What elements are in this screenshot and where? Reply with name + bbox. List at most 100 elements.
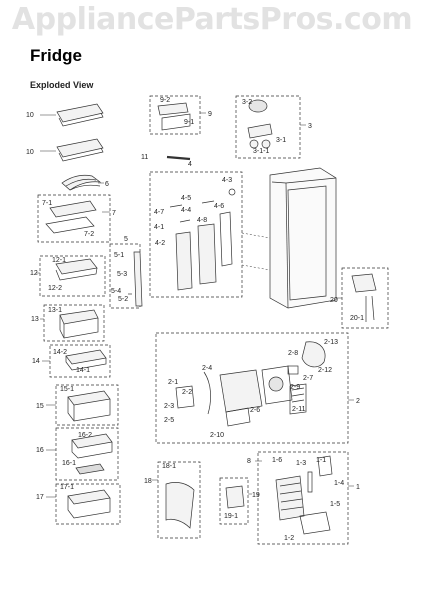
- callout-14-2: 14-2: [53, 349, 67, 356]
- callout-15: 15: [36, 403, 44, 410]
- callout-2-5: 2-5: [164, 417, 174, 424]
- callout-7-2: 7-2: [84, 231, 94, 238]
- part-strip-5: [128, 251, 143, 307]
- callout-13-1: 13-1: [48, 307, 62, 314]
- part-cover-14: [65, 349, 107, 371]
- part-drawer-13: [59, 309, 99, 339]
- group-box-4: [149, 171, 243, 298]
- callout-9-2: 9-2: [160, 97, 170, 104]
- callout-2-1: 2-1: [168, 379, 178, 386]
- callout-8: 8: [247, 458, 251, 465]
- group-box-12: [39, 255, 106, 297]
- callout-5-4: 5-4: [111, 288, 121, 295]
- callout-17-1: 17-1: [60, 484, 74, 491]
- group-box-13: [43, 304, 105, 342]
- callout-4-2: 4-2: [155, 240, 165, 247]
- page-title: Fridge: [30, 46, 82, 65]
- callout-5: 5: [124, 236, 128, 243]
- callout-4-8: 4-8: [197, 217, 207, 224]
- callout-14-1: 14-1: [76, 367, 90, 374]
- part-shelf-10-second: [40, 138, 104, 162]
- callout-11: 11: [141, 154, 148, 161]
- callout-10-second: 10: [26, 149, 34, 156]
- callout-10-top: 10: [26, 112, 34, 119]
- group-box-1: [257, 451, 349, 545]
- callout-2-11: 2-11: [292, 406, 306, 413]
- callout-4: 4: [188, 161, 192, 168]
- callout-2-3: 2-3: [164, 403, 174, 410]
- callout-1-1: 1-1: [316, 457, 326, 464]
- group-box-7: [37, 194, 111, 243]
- part-tray-12: [55, 258, 98, 281]
- part-shelf-7: [45, 200, 97, 234]
- group-box-16: [55, 427, 119, 481]
- callout-2-8: 2-8: [288, 350, 298, 357]
- callout-15-1: 15-1: [60, 386, 74, 393]
- callout-2-10: 2-10: [210, 432, 224, 439]
- part-bin-19: [225, 485, 245, 509]
- group-box-15: [55, 384, 119, 426]
- callout-1-6: 1-6: [272, 457, 282, 464]
- callout-19: 19: [252, 492, 260, 499]
- callout-12: 12: [30, 270, 38, 277]
- callout-4-7: 4-7: [154, 209, 164, 216]
- callout-17: 17: [36, 494, 44, 501]
- part-shelf-10-top: [40, 103, 104, 127]
- callout-2-7: 2-7: [303, 375, 313, 382]
- part-hinge-3: [247, 99, 273, 149]
- callout-4-3: 4-3: [222, 177, 232, 184]
- callout-4-5: 4-5: [181, 195, 191, 202]
- callout-3: 3: [308, 123, 312, 130]
- callout-3-1-1: 3-1-1: [253, 148, 269, 155]
- callout-4-4: 4-4: [181, 207, 191, 214]
- callout-9: 9: [208, 111, 212, 118]
- group-box-18: [157, 461, 201, 539]
- callout-7-1: 7-1: [42, 200, 52, 207]
- callout-5-2: 5-2: [118, 296, 128, 303]
- part-bracket-18: [165, 482, 195, 529]
- callout-20-1: 20-1: [350, 315, 364, 322]
- callout-2-4: 2-4: [202, 365, 212, 372]
- callout-2-12: 2-12: [318, 367, 332, 374]
- callout-20: 20: [330, 297, 338, 304]
- callout-3-1: 3-1: [276, 137, 286, 144]
- callout-1-4: 1-4: [334, 480, 344, 487]
- callout-4-6: 4-6: [214, 203, 224, 210]
- callout-9-1: 9-1: [184, 119, 194, 126]
- view-label: Exploded View: [30, 80, 94, 90]
- site-watermark: AppliancePartsPros.com: [11, 2, 413, 37]
- callout-14: 14: [32, 358, 40, 365]
- callout-3-2: 3-2: [242, 99, 252, 106]
- part-door-parts-4: [169, 188, 236, 291]
- callout-1-5: 1-5: [330, 501, 340, 508]
- callout-12-2: 12-2: [48, 285, 62, 292]
- part-cabinet: [269, 167, 337, 309]
- callout-5-1: 5-1: [114, 252, 124, 259]
- callout-2: 2: [356, 398, 360, 405]
- callout-16-1: 16-1: [62, 460, 76, 467]
- callout-16-2: 16-2: [78, 432, 92, 439]
- callout-1: 1: [356, 484, 360, 491]
- callout-13: 13: [31, 316, 39, 323]
- callout-2-2: 2-2: [182, 389, 192, 396]
- callout-12-1: 12-1: [52, 257, 66, 264]
- group-box-3: [235, 95, 301, 159]
- callout-16: 16: [36, 447, 44, 454]
- callout-4-1: 4-1: [154, 224, 164, 231]
- part-drawer-15: [67, 390, 111, 422]
- part-evaporator-assembly-2: [175, 341, 326, 427]
- group-box-2: [155, 332, 349, 444]
- callout-1-2: 1-2: [284, 535, 294, 542]
- part-bar-11: [166, 155, 191, 161]
- callout-1-3: 1-3: [296, 460, 306, 467]
- callout-2-6: 2-6: [250, 407, 260, 414]
- callout-5-3: 5-3: [117, 271, 127, 278]
- callout-labels: 10 10 6 7-1 7 7-2 12 12-1 12-2 13 13-1 1…: [26, 97, 364, 542]
- callout-19-1: 19-1: [224, 513, 238, 520]
- group-box-9: [149, 95, 201, 135]
- callout-6: 6: [105, 181, 109, 188]
- part-rack-6: [61, 174, 104, 191]
- callout-18: 18: [144, 478, 152, 485]
- part-hinge-9: [157, 102, 191, 131]
